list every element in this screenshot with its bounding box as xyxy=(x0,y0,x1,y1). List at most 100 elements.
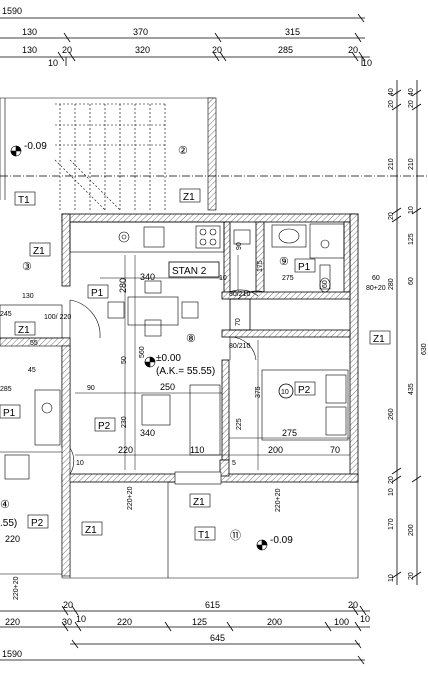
dining-table xyxy=(107,280,199,337)
dim-5: 5 xyxy=(232,460,236,467)
room-8-number: ⑧ xyxy=(186,333,196,345)
room-10-number: 10 xyxy=(281,389,289,396)
dim-100220: 100/ 220 xyxy=(44,314,71,321)
top-dim-370: 370 xyxy=(133,27,148,37)
bed xyxy=(261,369,349,441)
room-2-number: ② xyxy=(178,145,188,157)
dim-245: 245 xyxy=(0,311,12,318)
dim-90-living: 90 xyxy=(87,385,95,392)
tag-p2-bedroom: P2 xyxy=(298,385,311,396)
right-dim-60: 60 xyxy=(408,277,415,285)
top-dim-20b: 20 xyxy=(212,45,222,55)
right-dim-20b: 20 xyxy=(408,100,415,108)
tag-z1-terrace: Z1 xyxy=(85,525,97,536)
dim-22020-a: 220+20 xyxy=(127,486,134,510)
dim-225: 225 xyxy=(236,418,243,430)
dim-250: 250 xyxy=(160,382,175,392)
right-dim-20e: 20 xyxy=(408,572,415,580)
bottom-dim-220b: 220 xyxy=(117,617,132,627)
bottom-dim-100: 100 xyxy=(334,617,349,627)
dim-22020-b: 220+20 xyxy=(275,488,282,512)
living-furniture xyxy=(141,384,221,456)
top-dim-130a: 130 xyxy=(22,27,37,37)
tag-p1-left: P1 xyxy=(3,408,16,419)
right-dim-125: 125 xyxy=(408,233,415,245)
dim-275-bed: 275 xyxy=(282,428,297,438)
tag-z1-right: Z1 xyxy=(373,334,385,345)
terrace xyxy=(61,471,359,579)
right-dim-435: 435 xyxy=(408,383,415,395)
right-dim-40a: 40 xyxy=(388,88,395,96)
tag-t1-terrace: T1 xyxy=(198,530,210,541)
stan-label-box: STAN 2 xyxy=(168,261,220,278)
dim-22020-c: 220+20 xyxy=(13,576,20,600)
bottom-dim-200: 200 xyxy=(267,617,282,627)
top-dim-10b: 10 xyxy=(362,58,372,68)
bottom-dim-125: 125 xyxy=(192,617,207,627)
top-dim-20c: 20 xyxy=(348,45,358,55)
right-dim-280: 280 xyxy=(388,278,395,290)
dim-220-living: 220 xyxy=(118,445,133,455)
dim-70-bed: 70 xyxy=(330,445,340,455)
dim-90-bath: 90 xyxy=(236,242,243,250)
tag-z1-left-b: Z1 xyxy=(18,325,30,336)
right-dim-20d: 20 xyxy=(388,476,395,484)
top-dimensions xyxy=(0,13,370,66)
room-4-number: ④ xyxy=(0,499,10,511)
room-10-circle xyxy=(278,383,294,399)
tag-p2-left: P2 xyxy=(31,518,44,529)
right-dim-210b: 210 xyxy=(408,158,415,170)
right-dim-8020: 80+20 xyxy=(366,285,386,292)
top-dim-10a: 10 xyxy=(48,58,58,68)
bottom-overall-dim: 1590 xyxy=(2,649,22,659)
dim-230: 230 xyxy=(121,416,128,428)
dim-200-bed: 200 xyxy=(268,445,283,455)
right-dim-260: 260 xyxy=(388,408,395,420)
tag-t1-top: T1 xyxy=(18,195,30,206)
tag-z1-bottom: Z1 xyxy=(193,497,205,508)
walls xyxy=(61,213,359,483)
dim-50: 50 xyxy=(121,356,128,364)
right-dim-10a: 10 xyxy=(408,206,415,214)
bottom-dimensions xyxy=(0,605,370,665)
bottom-dim-10b: 10 xyxy=(360,614,370,624)
dim-60-bath: 60 xyxy=(322,280,329,288)
dim-220-left: 220 xyxy=(5,534,20,544)
bottom-dim-615: 615 xyxy=(205,600,220,610)
dim-80210-a: 80/210 xyxy=(229,291,251,298)
right-dim-20c: 20 xyxy=(388,212,395,220)
dim-70: 70 xyxy=(235,318,242,326)
dim-275-bath: 275 xyxy=(282,275,294,282)
right-dim-labels: 40 20 40 20 210 210 10 20 125 60 280 60 … xyxy=(366,88,428,582)
tag-p2-living: P2 xyxy=(98,421,111,432)
level-markers xyxy=(10,145,268,551)
top-overall-dim: 1590 xyxy=(2,6,22,16)
bottom-dim-20a: 20 xyxy=(63,600,73,610)
room-11-number: ⑪ xyxy=(230,529,241,542)
tag-p1-bath: P1 xyxy=(298,262,311,273)
tag-z1-left-a: Z1 xyxy=(33,246,45,257)
absolute-elevation: (A.K.= 55.55) xyxy=(156,366,215,377)
inner-dimensions: 340 280 10 175 275 90 80/210 70 80/210 6… xyxy=(0,242,340,600)
right-dim-170: 170 xyxy=(388,518,395,530)
top-dim-20a: 20 xyxy=(62,45,72,55)
bottom-dim-20b: 20 xyxy=(348,600,358,610)
right-dim-40b: 40 xyxy=(408,88,415,96)
room-3-number: ③ xyxy=(22,261,32,273)
level-terrace: -0.09 xyxy=(270,535,293,546)
dim-80210-b: 80/210 xyxy=(229,343,251,350)
doors xyxy=(69,289,265,483)
bathroom-fixtures xyxy=(233,223,345,293)
apartment-label: STAN 2 xyxy=(172,266,207,277)
right-dim-200: 200 xyxy=(408,524,415,536)
room-9-number: ⑨ xyxy=(279,256,289,268)
level-top-left: -0.09 xyxy=(24,141,47,152)
tag-boxes xyxy=(0,188,391,541)
bottom-dim-645: 645 xyxy=(210,633,225,643)
right-dim-60b: 60 xyxy=(372,275,380,282)
kitchen-counter xyxy=(69,221,225,253)
dim-110: 110 xyxy=(190,445,204,455)
dim-340-bottom: 340 xyxy=(140,428,155,438)
left-unit xyxy=(0,304,71,577)
